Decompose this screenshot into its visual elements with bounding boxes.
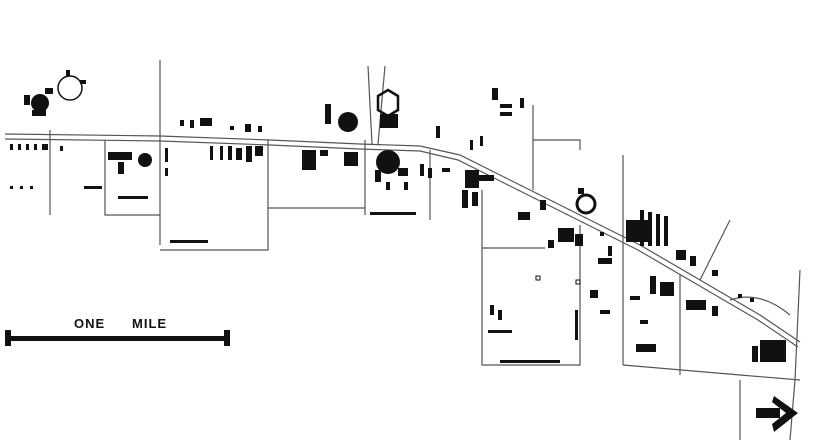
road-vertical-1 bbox=[104, 140, 160, 216]
road-far-east bbox=[789, 269, 801, 441]
scale-label-one: ONE bbox=[74, 316, 106, 331]
scale-bar-end-right bbox=[224, 330, 230, 346]
road-curve-east bbox=[729, 296, 791, 316]
road-vertical-3 bbox=[160, 140, 269, 251]
arrow-right-icon bbox=[756, 396, 798, 432]
road-diagonal-east bbox=[699, 219, 731, 281]
scale-bar-line bbox=[8, 336, 230, 341]
road-north-fork-a bbox=[367, 65, 373, 145]
building-cluster-west bbox=[10, 70, 102, 189]
building-cluster-block-4 bbox=[302, 88, 450, 215]
building-cluster-central bbox=[462, 88, 612, 264]
building-cluster-east bbox=[626, 210, 786, 362]
road-north-fork-b bbox=[377, 65, 386, 145]
road-south-east bbox=[622, 364, 801, 381]
main-highway bbox=[4, 133, 801, 343]
building-cluster-block-3 bbox=[210, 124, 263, 162]
road-south-loop bbox=[481, 190, 581, 366]
building-cluster-south-field bbox=[488, 275, 610, 363]
building-cluster-block-2 bbox=[108, 118, 234, 243]
building-footprints bbox=[10, 70, 786, 363]
scale-label-mile: MILE bbox=[132, 316, 168, 331]
scale-bar-end-left bbox=[5, 330, 11, 346]
road-network bbox=[4, 60, 801, 441]
road-north-east bbox=[533, 139, 581, 150]
scale-bar bbox=[5, 330, 230, 346]
